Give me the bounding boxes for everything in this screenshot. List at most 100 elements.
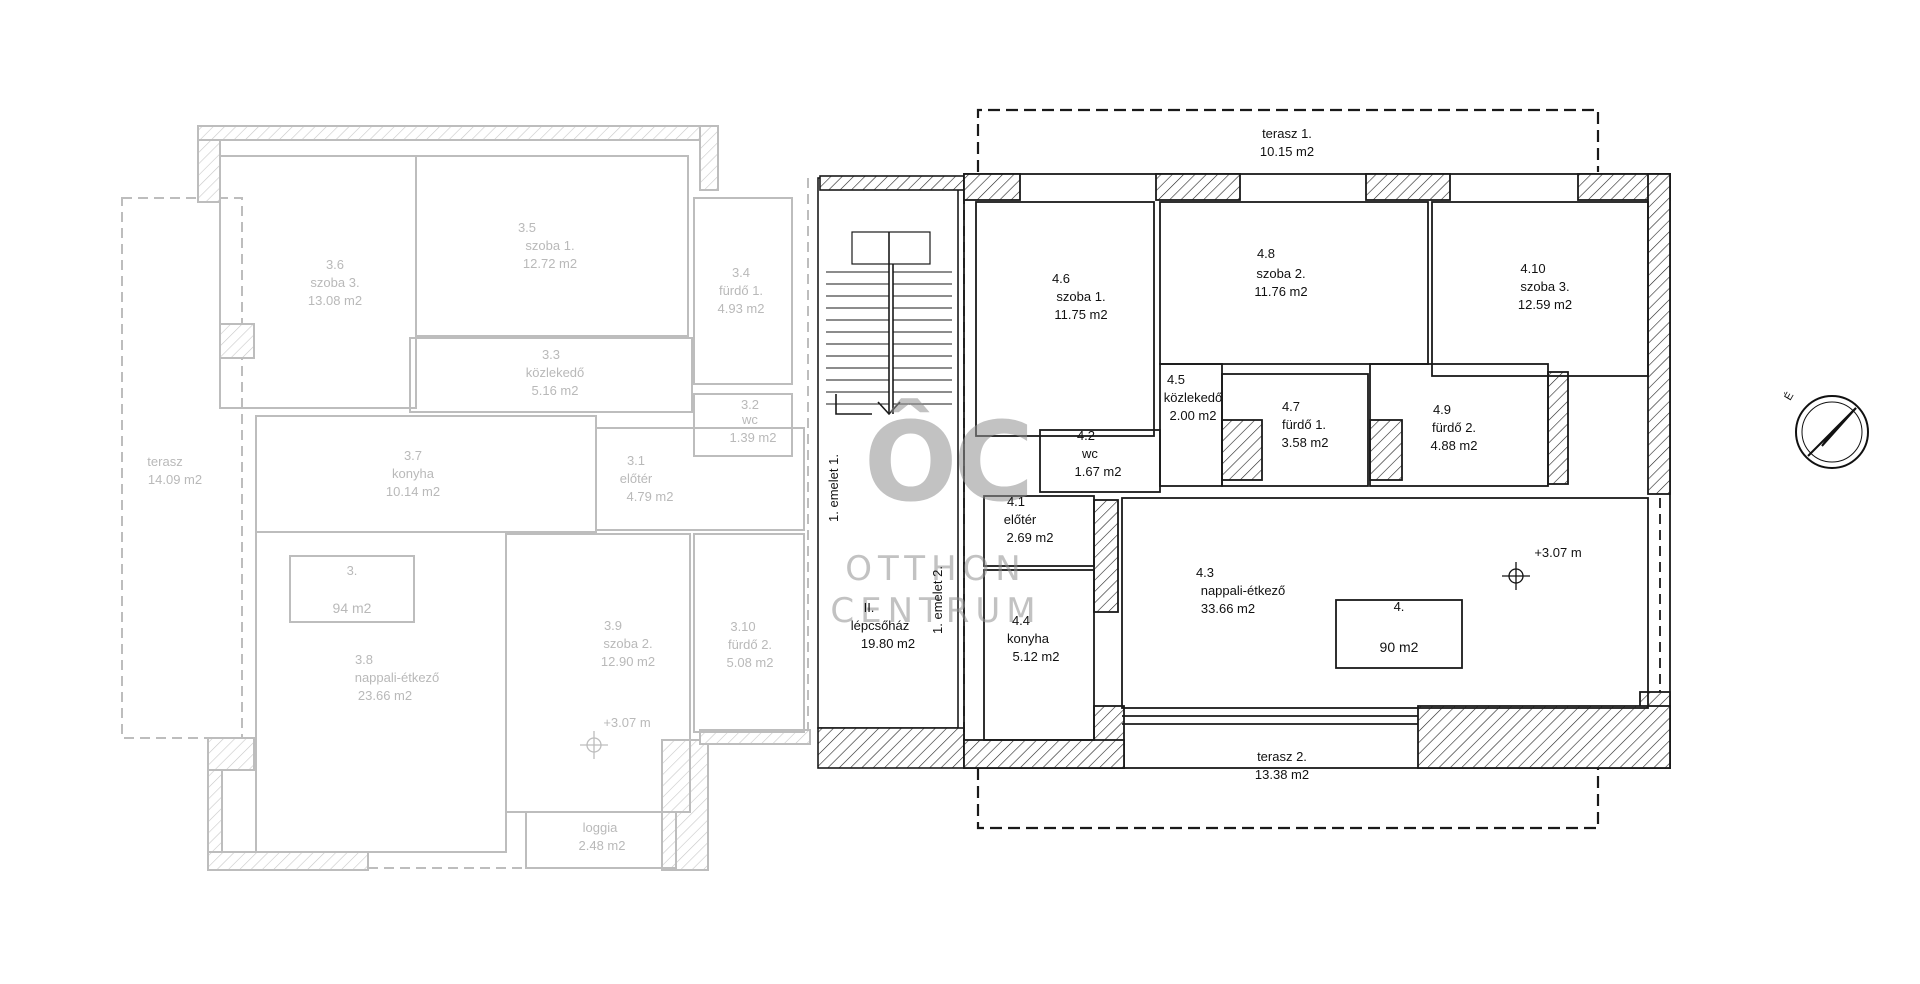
svg-text:4.5: 4.5 (1167, 372, 1185, 387)
left-room-labels: 3.6 szoba 3. 13.08 m2 3.5 szoba 1. 12.72… (147, 220, 776, 853)
summary-area: 94 m2 (333, 600, 372, 616)
svg-text:lépcsőház: lépcsőház (851, 618, 910, 633)
room-area: 4.79 m2 (627, 489, 674, 504)
room-number: 4.8 (1257, 246, 1275, 261)
svg-text:4.79 m2: 4.79 m2 (627, 489, 674, 504)
svg-text:közlekedő: közlekedő (1164, 390, 1223, 405)
room-area: 1.67 m2 (1075, 464, 1122, 479)
svg-text:szoba 2.: szoba 2. (603, 636, 652, 651)
room-area: 33.66 m2 (1201, 601, 1255, 616)
room-name: fürdő 2. (728, 637, 772, 652)
room-name: közlekedő (526, 365, 585, 380)
room-area: 13.38 m2 (1255, 767, 1309, 782)
room-number: 4.7 (1282, 399, 1300, 414)
svg-text:10.14 m2: 10.14 m2 (386, 484, 440, 499)
staircase-plan (817, 175, 965, 769)
room-number: 3.8 (355, 652, 373, 667)
room-number: 3.6 (326, 257, 344, 272)
room-name: fürdő 2. (1432, 420, 1476, 435)
svg-text:3.2: 3.2 (741, 397, 759, 412)
room-name: szoba 2. (603, 636, 652, 651)
svg-text:előtér: előtér (1004, 512, 1037, 527)
svg-text:szoba 2.: szoba 2. (1256, 266, 1305, 281)
svg-text:13.08 m2: 13.08 m2 (308, 293, 362, 308)
room-area: 5.08 m2 (727, 655, 774, 670)
right-room-labels: terasz 1. 10.15 m2 4.6 szoba 1. 11.75 m2… (1004, 126, 1797, 782)
svg-text:4.6: 4.6 (1052, 271, 1070, 286)
svg-text:1.67 m2: 1.67 m2 (1075, 464, 1122, 479)
room-number: 4.3 (1196, 565, 1214, 580)
svg-text:szoba 3.: szoba 3. (310, 275, 359, 290)
room-name: szoba 3. (1520, 279, 1569, 294)
svg-text:12.59 m2: 12.59 m2 (1518, 297, 1572, 312)
room-number: 4.1 (1007, 494, 1025, 509)
svg-text:II.: II. (864, 600, 875, 615)
room-area: 5.12 m2 (1013, 649, 1060, 664)
room-number: 3.3 (542, 347, 560, 362)
room-name: szoba 2. (1256, 266, 1305, 281)
room-name: wc (741, 412, 758, 427)
svg-text:12.90 m2: 12.90 m2 (601, 654, 655, 669)
room-area: 2.00 m2 (1170, 408, 1217, 423)
room-number: 4.6 (1052, 271, 1070, 286)
watermark-logo: ÔC OTTHON CENTRUM (830, 398, 1035, 631)
room-area: 23.66 m2 (358, 688, 412, 703)
room-number: 3.7 (404, 448, 422, 463)
room-area: 11.76 m2 (1254, 284, 1307, 299)
room-number: 3.5 (518, 220, 536, 235)
north-label: É (1782, 390, 1797, 403)
room-number: 3.9 (604, 618, 622, 633)
right-unit-plan (963, 108, 1671, 830)
room-area: 10.14 m2 (386, 484, 440, 499)
svg-text:wc: wc (1081, 446, 1098, 461)
svg-text:közlekedő: közlekedő (526, 365, 585, 380)
svg-text:3.4: 3.4 (732, 265, 750, 280)
room-name: nappali-étkező (1201, 583, 1286, 598)
room-name: terasz 2. (1257, 749, 1307, 764)
svg-text:terasz: terasz (147, 454, 182, 469)
svg-text:wc: wc (741, 412, 758, 427)
svg-text:4.4: 4.4 (1012, 613, 1030, 628)
level-value: +3.07 m (1534, 545, 1581, 560)
svg-text:19.80 m2: 19.80 m2 (861, 636, 915, 651)
svg-text:terasz 2.: terasz 2. (1257, 749, 1307, 764)
svg-text:5.12 m2: 5.12 m2 (1013, 649, 1060, 664)
room-name: nappali-étkező (355, 670, 440, 685)
stair-floor1-label: 1. emelet 1. (826, 454, 841, 522)
svg-text:+3.07 m: +3.07 m (603, 715, 650, 730)
terrace-2-outline (976, 768, 1600, 830)
stair-labels: 1. emelet 1. 1. emelet 2. II. lépcsőház … (826, 454, 945, 651)
room-number: 3.1 (627, 453, 645, 468)
svg-text:fürdő 1.: fürdő 1. (719, 283, 763, 298)
svg-text:szoba 3.: szoba 3. (1520, 279, 1569, 294)
svg-text:loggia: loggia (583, 820, 618, 835)
room-area: 12.72 m2 (523, 256, 577, 271)
room-area: 13.08 m2 (308, 293, 362, 308)
left-unit-plan (121, 125, 811, 871)
svg-text:10.15 m2: 10.15 m2 (1260, 144, 1314, 159)
room-name: wc (1081, 446, 1098, 461)
svg-text:nappali-étkező: nappali-étkező (355, 670, 440, 685)
svg-text:4.3: 4.3 (1196, 565, 1214, 580)
svg-text:3.9: 3.9 (604, 618, 622, 633)
svg-text:3.8: 3.8 (355, 652, 373, 667)
svg-text:3.1: 3.1 (627, 453, 645, 468)
room-number: 3.10 (730, 619, 755, 634)
stair-name: II. (864, 600, 875, 615)
room-name: szoba 3. (310, 275, 359, 290)
room-number: 3.4 (732, 265, 750, 280)
svg-text:14.09 m2: 14.09 m2 (148, 472, 202, 487)
summary-number: 4. (1394, 599, 1405, 614)
room-area: 10.15 m2 (1260, 144, 1314, 159)
svg-text:4.10: 4.10 (1520, 261, 1545, 276)
svg-text:90 m2: 90 m2 (1380, 639, 1419, 655)
svg-text:1. emelet 1.: 1. emelet 1. (826, 454, 841, 522)
svg-text:12.72 m2: 12.72 m2 (523, 256, 577, 271)
svg-text:23.66 m2: 23.66 m2 (358, 688, 412, 703)
room-area: 2.69 m2 (1007, 530, 1054, 545)
svg-text:3.: 3. (347, 563, 358, 578)
svg-text:2.00 m2: 2.00 m2 (1170, 408, 1217, 423)
room-name: fürdő 1. (1282, 417, 1326, 432)
svg-text:nappali-étkező: nappali-étkező (1201, 583, 1286, 598)
room-number: 4.2 (1077, 428, 1095, 443)
